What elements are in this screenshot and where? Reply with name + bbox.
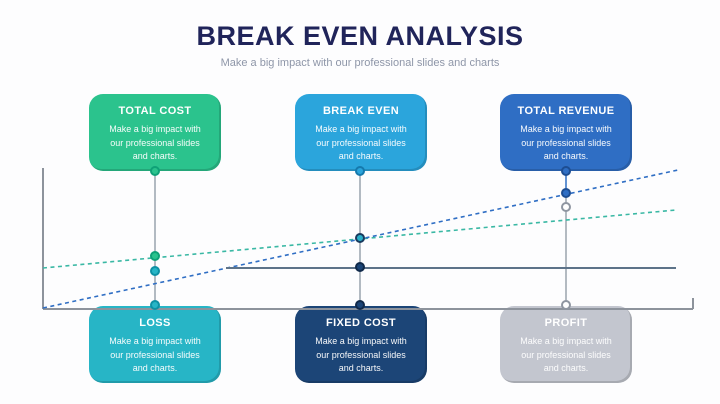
card-profit-body: Make a big impact with our professional … — [520, 336, 612, 373]
card-total-revenue: TOTAL REVENUE Make a big impact with our… — [500, 94, 632, 171]
card-profit: PROFIT Make a big impact with our profes… — [500, 306, 632, 383]
slide-header: BREAK EVEN ANALYSIS Make a big impact wi… — [0, 21, 720, 69]
card-fixed-cost: FIXED COST Make a big impact with our pr… — [295, 306, 427, 383]
card-break-even: BREAK EVEN Make a big impact with our pr… — [295, 94, 427, 171]
total-revenue-line — [42, 169, 679, 309]
break-even-point-dot — [355, 233, 365, 243]
card-total-cost-body: Make a big impact with our professional … — [109, 124, 201, 161]
page-subtitle: Make a big impact with our professional … — [220, 56, 500, 69]
card-break-even-label: BREAK EVEN — [322, 105, 400, 117]
card-loss: LOSS Make a big impact with our professi… — [89, 306, 221, 383]
fixed-cost-point-dot — [355, 262, 365, 272]
page-title: BREAK EVEN ANALYSIS — [196, 21, 524, 51]
card-profit-label: PROFIT — [544, 317, 588, 329]
total-cost-point-dot — [150, 251, 160, 261]
total-revenue-point-dot — [561, 188, 571, 198]
total-cost-line — [42, 209, 677, 269]
card-loss-body: Make a big impact with our professional … — [109, 336, 201, 373]
card-fixed-cost-body: Make a big impact with our professional … — [315, 336, 407, 373]
card-total-revenue-label: TOTAL REVENUE — [517, 105, 615, 117]
card-total-revenue-body: Make a big impact with our professional … — [520, 124, 612, 161]
card-total-cost-label: TOTAL COST — [118, 105, 192, 117]
loss-point-dot — [150, 266, 160, 276]
card-fixed-cost-label: FIXED COST — [325, 317, 396, 329]
profit-point-dot — [561, 202, 571, 212]
card-break-even-body: Make a big impact with our professional … — [315, 124, 407, 161]
card-loss-label: LOSS — [139, 317, 171, 329]
card-total-cost: TOTAL COST Make a big impact with our pr… — [89, 94, 221, 171]
